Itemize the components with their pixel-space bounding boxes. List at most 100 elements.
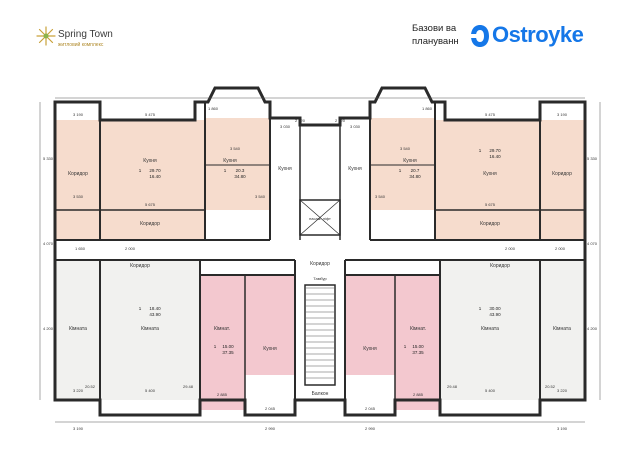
dimension-label: 29.48 — [183, 384, 194, 389]
dimension-label: 4 070 — [587, 241, 598, 246]
apartment-left-top-fill — [55, 120, 205, 240]
room-label: Кімната — [481, 326, 499, 332]
dimension-label: 3 190 — [557, 426, 568, 431]
ostroyke-logo: Ostroyke — [470, 22, 584, 53]
floor-plan: Кухня Кухня Кухня Кухня Кухня Кухня Кімн… — [39, 86, 601, 431]
dimension-label: 3 190 — [557, 112, 568, 117]
dimension-label: 3 190 — [73, 426, 84, 431]
room-label: Кухня — [223, 158, 237, 164]
dimension-label: 5 400 — [485, 388, 496, 393]
apt-area: 18.40 — [149, 306, 161, 311]
ostroyke-o-logo-icon — [470, 25, 489, 47]
room-label: Кухня — [483, 171, 497, 177]
dimension-label: 3 030 — [280, 124, 291, 129]
dimension-label: 3 540 — [400, 146, 411, 151]
apt-area: 29.70 — [489, 148, 501, 153]
apt-sub: 37.35 — [412, 350, 424, 355]
apt-sub: 43.90 — [489, 312, 501, 317]
dimension-label: 1 860 — [208, 106, 219, 111]
apt-rooms: 1 — [479, 148, 482, 153]
dimension-label: 29.48 — [447, 384, 458, 389]
apartment-gray-right-fill — [440, 260, 585, 400]
dimension-label: 3 540 — [255, 194, 266, 199]
stairwell — [304, 284, 336, 386]
apt-area: 15.00 — [222, 344, 234, 349]
dimension-label: 20.52 — [85, 384, 96, 389]
ostroyke-wordmark: Ostroyke — [492, 22, 584, 47]
apt-area: 15.00 — [412, 344, 424, 349]
room-label: Коридор — [552, 171, 572, 177]
apt-rooms: 1 — [479, 306, 482, 311]
dimension-label: 3 030 — [350, 124, 361, 129]
apt-area: 29.70 — [149, 168, 161, 173]
apartment-info: 1 29.70 16.40 1 20.3 34.80 1 20.7 34.80 … — [139, 148, 501, 355]
room-label: Коридор — [490, 263, 510, 269]
dimension-label: 3 540 — [375, 194, 386, 199]
room-label: Кімнат. — [214, 326, 230, 332]
room-label: Кімната — [69, 326, 87, 332]
apt-sub: 16.40 — [489, 154, 501, 159]
dimension-label: 5 330 — [43, 156, 54, 161]
apartment-center-right-fill — [370, 118, 435, 210]
room-label: Коридор — [480, 221, 500, 227]
apt-rooms: 1 — [214, 344, 217, 349]
stair-steps — [306, 287, 334, 379]
apartment-right-top-fill — [435, 120, 585, 240]
spring-town-logo: Spring Town житловий комплекс — [36, 26, 146, 56]
dimension-label: 2 885 — [217, 392, 228, 397]
stair-label: Тамбур — [313, 276, 327, 281]
room-label: Коридор — [310, 261, 330, 267]
dimension-label: 4 200 — [43, 326, 54, 331]
lift-label: пасаж. ліфт — [309, 216, 331, 221]
dimension-label: 2 000 — [505, 246, 516, 251]
dimension-label: 5 475 — [145, 112, 156, 117]
room-label: Кухня — [263, 346, 277, 352]
apt-rooms: 1 — [139, 168, 142, 173]
header: Spring Town житловий комплекс Базови ва … — [0, 0, 640, 70]
dimension-label: 5 330 — [587, 156, 598, 161]
base-text-line-2: плануванн — [412, 36, 459, 47]
apt-area: 20.7 — [411, 168, 420, 173]
apt-area: 20.3 — [236, 168, 245, 173]
apt-rooms: 1 — [404, 344, 407, 349]
lift-cross-2 — [299, 199, 341, 236]
apt-sub: 16.40 — [149, 174, 161, 179]
dimension-label: 3 220 — [73, 388, 84, 393]
brand-name: Spring Town — [58, 29, 113, 40]
room-label: Коридор — [130, 263, 150, 269]
dimension-label: 4 200 — [587, 326, 598, 331]
room-label: Кімнат. — [410, 326, 426, 332]
dimension-label: 2 990 — [265, 426, 276, 431]
dimension-label: 3 540 — [230, 146, 241, 151]
apt-sub: 34.80 — [409, 174, 421, 179]
room-labels: Кухня Кухня Кухня Кухня Кухня Кухня Кімн… — [68, 158, 572, 397]
base-layouts-text: Базови ва плануванн — [412, 22, 462, 48]
dimension-label: 1 860 — [422, 106, 433, 111]
room-label: Кухня — [348, 166, 362, 172]
room-label: Балкон — [312, 391, 329, 397]
room-label: Кухня — [363, 346, 377, 352]
walls — [53, 86, 587, 417]
dimension-label: 3 190 — [73, 112, 84, 117]
apt-area: 30.00 — [489, 306, 501, 311]
brand-tagline: житловий комплекс — [58, 42, 104, 48]
lift-shaft — [299, 199, 341, 236]
room-label: Кухня — [143, 158, 157, 164]
dimension-label: 3 530 — [73, 194, 84, 199]
apt-rooms: 1 — [399, 168, 402, 173]
dimension-label: 2 000 — [555, 246, 566, 251]
room-label: Кімната — [553, 326, 571, 332]
apartment-pink-left-fill — [200, 275, 295, 410]
apt-rooms: 1 — [139, 306, 142, 311]
dimension-label: 5 675 — [145, 202, 156, 207]
dimension-label: 2 885 — [413, 392, 424, 397]
dimension-label: 5 400 — [145, 388, 156, 393]
apt-rooms: 1 — [224, 168, 227, 173]
apt-sub: 34.80 — [234, 174, 246, 179]
corridor-fill — [200, 240, 440, 275]
apartment-gray-left-fill — [55, 260, 200, 400]
apartment-center-left-fill — [205, 118, 270, 210]
room-label: Кімната — [141, 326, 159, 332]
dimension-lines — [39, 97, 601, 423]
